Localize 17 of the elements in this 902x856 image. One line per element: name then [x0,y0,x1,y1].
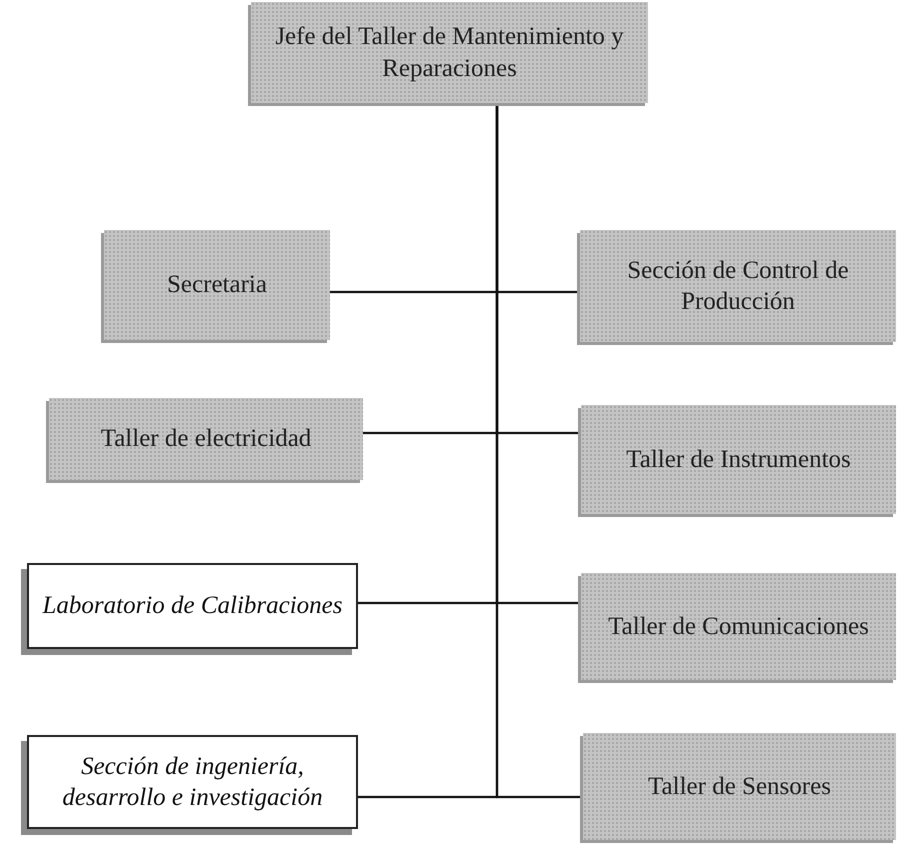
box-label: Laboratorio de Calibraciones [42,591,342,622]
box-label: Secretaria [167,270,267,300]
box-label: Sección de Control de Producción [626,256,850,317]
org-box [251,2,648,103]
box-label: Taller de Comunicaciones [608,612,869,642]
box-label: Taller de Instrumentos [626,444,851,475]
org-box [49,398,363,480]
org-box [581,405,896,514]
box-label: Sección de ingeniería, desarrollo e investigación [61,752,324,813]
org-box [104,230,330,340]
org-box [580,230,896,342]
box-label: Jefe del Taller de Mantenimiento y Reparaciones [274,22,625,84]
box-label: Taller de electricidad [100,424,312,454]
org-box [583,733,896,840]
org-box [581,573,896,680]
connector-line [496,103,583,798]
box-label: Taller de Sensores [648,772,831,802]
